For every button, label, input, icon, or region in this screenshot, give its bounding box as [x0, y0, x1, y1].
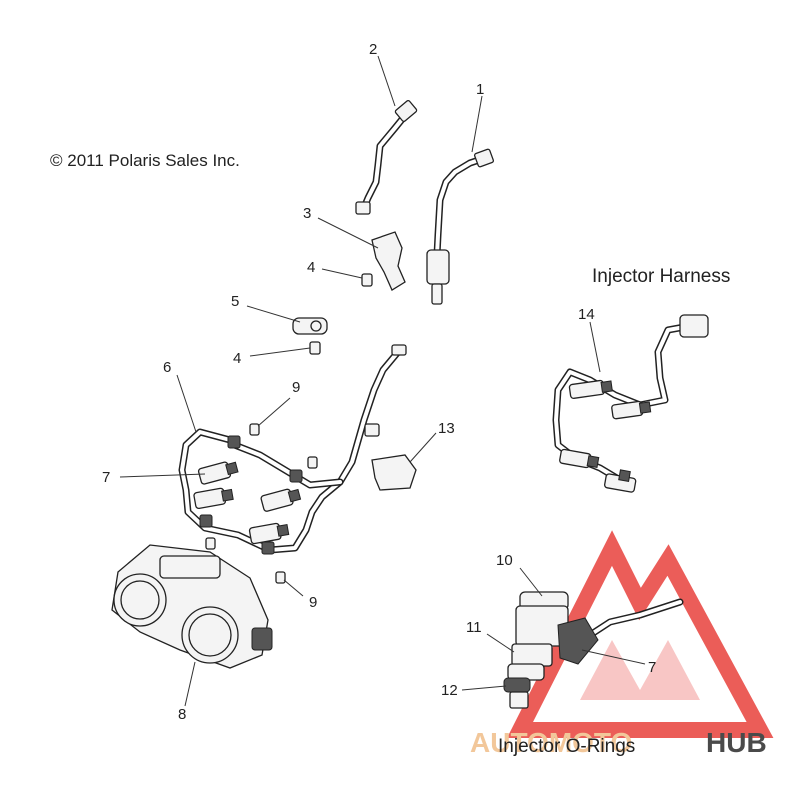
part-4-bolt-upper: 4 [307, 259, 373, 287]
part-9-screws: 9 9 [205, 379, 318, 611]
part-1-fuel-hose-filter: 1 [426, 81, 494, 305]
callout-2: 2 [369, 41, 377, 58]
callout-12: 12 [441, 682, 458, 699]
part-13-clip: 13 [371, 420, 455, 491]
callout-10: 10 [496, 552, 513, 569]
part-7-injectors: 7 [102, 435, 303, 555]
callout-14: 14 [578, 306, 595, 323]
watermark-text-hub: HUB [706, 727, 767, 758]
part-8-throttle-body: 8 [111, 544, 273, 723]
part-14-injector-harness: 14 [552, 306, 709, 493]
callout-7a: 7 [102, 469, 110, 486]
caption-injector-orings: Injector O-Rings [498, 736, 635, 757]
callout-1: 1 [476, 81, 484, 98]
callout-9b: 9 [309, 594, 317, 611]
part-2-fuel-hose: 2 [355, 41, 418, 215]
callout-4b: 4 [233, 350, 241, 367]
part-6-fuel-rail: 6 [163, 344, 407, 554]
caption-injector-harness: Injector Harness [592, 266, 730, 287]
callout-11: 11 [466, 619, 482, 636]
callout-13: 13 [438, 420, 455, 437]
watermark-text-automoto: AUTOMOTO [470, 727, 632, 758]
callout-9a: 9 [292, 379, 300, 396]
callout-4a: 4 [307, 259, 315, 276]
automotohub-watermark [506, 530, 774, 738]
callout-6: 6 [163, 359, 171, 376]
part-5-clamp: 5 [231, 293, 328, 335]
part-4-bolt-lower: 4 [233, 341, 321, 367]
copyright-text: © 2011 Polaris Sales Inc. [50, 151, 240, 170]
injector-orings-detail: 10 11 12 7 [441, 552, 684, 709]
callout-3: 3 [303, 205, 311, 222]
callout-7b: 7 [648, 659, 656, 676]
part-3-bracket: 3 [303, 205, 406, 291]
callout-5: 5 [231, 293, 239, 310]
callout-8: 8 [178, 706, 186, 723]
